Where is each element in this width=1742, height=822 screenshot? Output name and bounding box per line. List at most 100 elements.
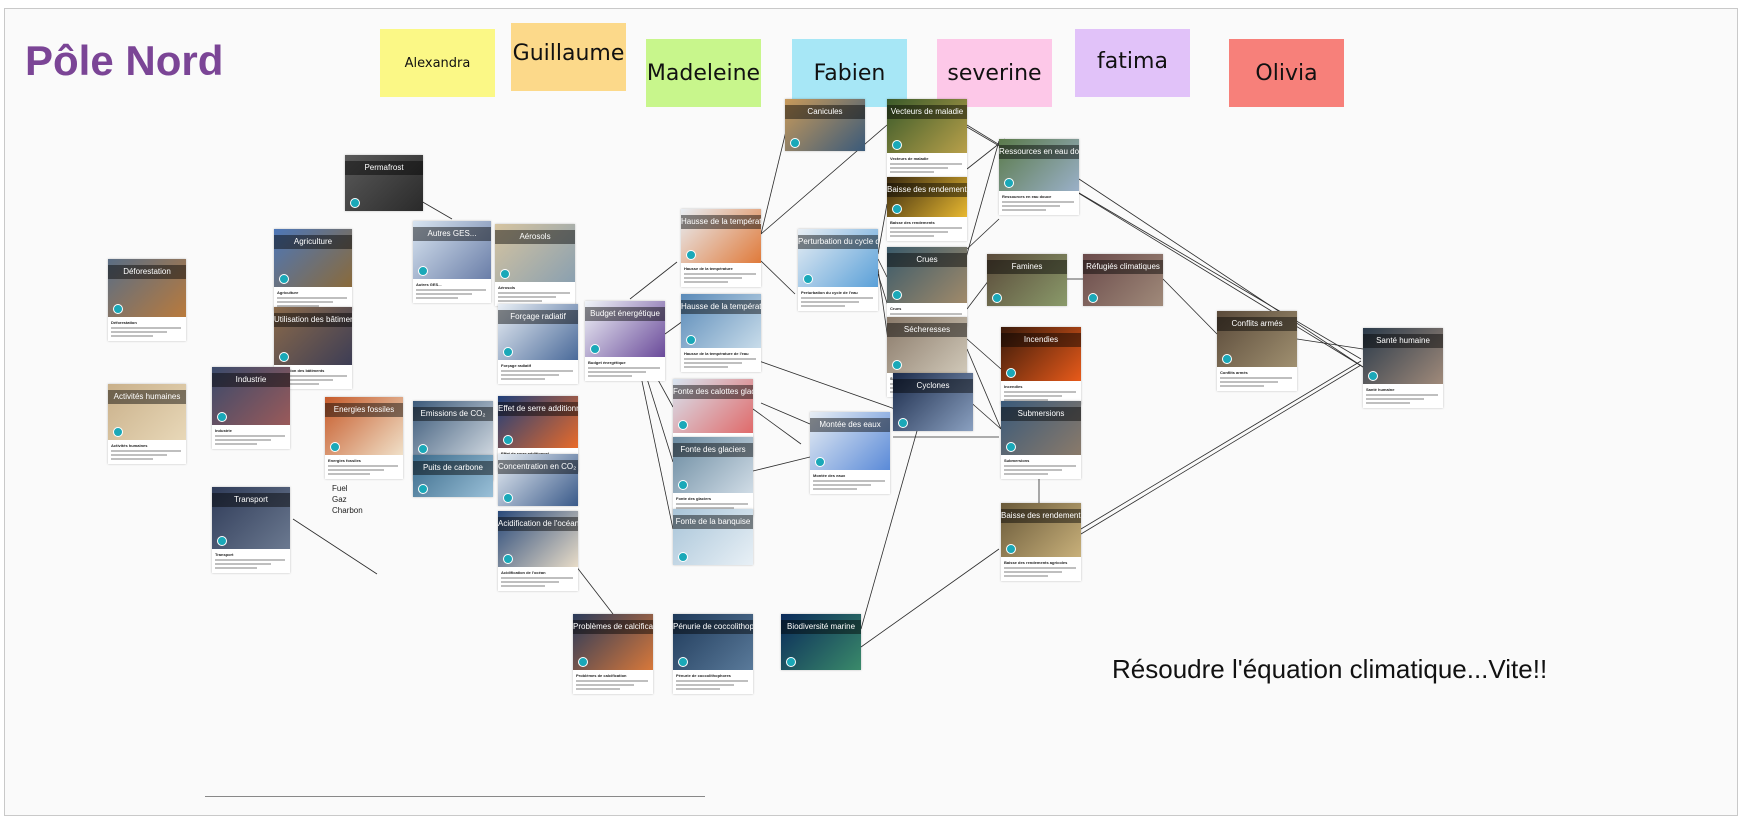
- card-title-banner: Submersions: [1001, 407, 1081, 421]
- connector-line[interactable]: [966, 348, 1002, 430]
- concept-card[interactable]: Puits de carbone: [413, 455, 493, 497]
- card-caption-line: [1004, 469, 1062, 471]
- card-badge-icon: [1006, 544, 1016, 554]
- connector-line[interactable]: [664, 320, 684, 335]
- sticky-note-fatima[interactable]: fatima: [1075, 29, 1190, 97]
- concept-card[interactable]: Pénurie de coccolithophoresPénurie de co…: [673, 614, 753, 694]
- concept-card[interactable]: Hausse de la température de l'eauHausse …: [681, 294, 761, 372]
- connector-line[interactable]: [760, 124, 888, 235]
- concept-card[interactable]: Réfugiés climatiques: [1083, 254, 1163, 306]
- card-caption-line: [576, 688, 620, 690]
- concept-card[interactable]: Problèmes de calcificationProblèmes de c…: [573, 614, 653, 694]
- whiteboard-canvas[interactable]: Pôle Nord Alexandra Guillaume Madeleine …: [4, 8, 1738, 816]
- concept-card[interactable]: Fonte de la banquise: [673, 509, 753, 565]
- connector-line[interactable]: [1078, 178, 1364, 368]
- card-title-banner: Cyclones: [893, 379, 973, 393]
- gas-label[interactable]: Gaz: [332, 495, 347, 504]
- concept-card[interactable]: Cyclones: [893, 373, 973, 431]
- coal-label[interactable]: Charbon: [332, 506, 363, 515]
- card-title-banner: Permafrost: [345, 161, 423, 175]
- card-title-banner: Energies fossiles: [325, 403, 403, 417]
- concept-card[interactable]: Concentration en CO₂ (ppm): [498, 454, 578, 506]
- card-caption-line: [801, 305, 845, 307]
- card-title-banner: Montée des eaux: [810, 418, 890, 432]
- card-caption-line: [890, 231, 948, 233]
- card-badge-icon: [678, 420, 688, 430]
- connector-line[interactable]: [760, 402, 811, 425]
- concept-card[interactable]: Autres GES...Autres GES...: [413, 221, 491, 303]
- concept-card[interactable]: Ressources en eau douceRessources en eau…: [999, 139, 1079, 215]
- card-caption-line: [676, 684, 734, 686]
- sticky-note-fabien[interactable]: Fabien: [792, 39, 907, 107]
- concept-card[interactable]: Baisse des rendements agricolesBaisse de…: [1001, 503, 1081, 581]
- card-caption-line: [111, 454, 167, 456]
- connector-line[interactable]: [760, 126, 788, 235]
- slogan-text[interactable]: Résoudre l'équation climatique...Vite!!: [1112, 654, 1548, 684]
- connector-line[interactable]: [752, 408, 802, 445]
- card-caption-title: Submersions: [1004, 458, 1030, 463]
- sticky-note-guillaume[interactable]: Guillaume: [511, 23, 626, 91]
- fuel-label[interactable]: Fuel: [332, 484, 348, 493]
- card-caption-line: [890, 235, 934, 237]
- card-caption-line: [684, 273, 756, 275]
- connector-line[interactable]: [752, 456, 811, 472]
- card-caption-title: Pénurie de coccolithophores: [676, 673, 731, 678]
- sticky-note-olivia[interactable]: Olivia: [1229, 39, 1344, 107]
- card-badge-icon: [500, 269, 510, 279]
- card-caption-line: [501, 581, 559, 583]
- connector-line[interactable]: [966, 218, 1000, 250]
- sticky-note-madeleine[interactable]: Madeleine: [646, 39, 761, 107]
- card-title-banner: Déforestation: [108, 265, 186, 279]
- connector-line[interactable]: [1080, 364, 1362, 535]
- connector-line[interactable]: [629, 261, 678, 300]
- concept-card[interactable]: Utilisation des bâtimentsUtilisation des…: [274, 307, 352, 389]
- board-title[interactable]: Pôle Nord: [25, 37, 224, 84]
- connector-line[interactable]: [877, 203, 888, 255]
- sticky-note-text: Fabien: [813, 60, 886, 86]
- concept-card[interactable]: Permafrost: [345, 155, 423, 211]
- concept-card[interactable]: Famines: [987, 254, 1067, 306]
- card-title-banner: Agriculture: [274, 235, 352, 249]
- concept-card[interactable]: Canicules: [785, 99, 865, 151]
- connector-line[interactable]: [760, 260, 796, 295]
- connector-line[interactable]: [966, 138, 1006, 170]
- concept-card[interactable]: Perturbation du cycle de l'eauPerturbati…: [798, 229, 878, 311]
- connector-line[interactable]: [1162, 278, 1218, 335]
- sticky-note-alexandra[interactable]: Alexandra: [380, 29, 495, 97]
- connector-line[interactable]: [877, 258, 888, 278]
- card-badge-icon: [217, 536, 227, 546]
- concept-card[interactable]: Biodiversité marine: [781, 614, 861, 670]
- card-caption-title: Déforestation: [111, 320, 137, 325]
- card-caption-line: [890, 163, 962, 165]
- connector-line[interactable]: [292, 518, 378, 575]
- card-caption-title: Hausse de la température de l'eau: [684, 351, 749, 356]
- connector-line[interactable]: [1080, 360, 1362, 530]
- card-caption-line: [1004, 465, 1076, 467]
- connector-line[interactable]: [1296, 338, 1364, 350]
- connector-line[interactable]: [860, 548, 1000, 648]
- connector-line[interactable]: [966, 338, 1002, 370]
- card-title-banner: Perturbation du cycle de l'eau: [798, 235, 878, 249]
- sticky-note-severine[interactable]: severine: [937, 39, 1052, 107]
- card-title-banner: Fonte de la banquise: [673, 515, 753, 529]
